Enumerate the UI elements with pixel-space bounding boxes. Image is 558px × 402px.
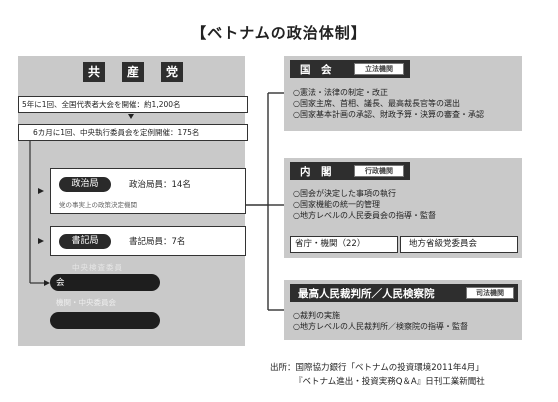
- party-central-committee-box: 6カ月に1回、中央執行委員会を定例開催：175名: [18, 124, 248, 141]
- court-name: 最高人民裁判所／人民検察院: [298, 288, 435, 300]
- court-header: 最高人民裁判所／人民検察院 司法機関: [290, 284, 518, 302]
- party-name-char-1: 共: [83, 62, 105, 82]
- government-item: ○国家機能の統一的管理: [293, 200, 380, 209]
- faded-committee-text: 中央検査委員: [72, 263, 123, 272]
- provincial-box: 地方省級党委員会: [400, 236, 518, 253]
- party-name-char-2: 産: [122, 62, 144, 82]
- diagram-title: 【ベトナムの政治体制】: [191, 24, 367, 42]
- secretariat-box: 書記局 書記局員：7名: [50, 226, 246, 256]
- court-tag: 司法機関: [466, 287, 514, 299]
- party-name-char-3: 党: [161, 62, 183, 82]
- assembly-header: 国 会 立法機関: [290, 60, 410, 78]
- politburo-box: 政治局 政治局員：14名 党の事実上の政策決定機関: [50, 168, 246, 214]
- provincial-text: 地方省級党委員会: [409, 239, 478, 249]
- government-header: 内 閣 行政機関: [290, 162, 410, 180]
- arrow-right-secretariat-icon: [38, 238, 44, 244]
- arrow-right-inspection-icon: [44, 280, 50, 286]
- politburo-label: 政治局: [59, 177, 111, 192]
- government-name: 内 閣: [300, 166, 332, 178]
- government-tag: 行政機関: [354, 165, 404, 177]
- assembly-tag: 立法機関: [354, 63, 404, 75]
- court-item: ○裁判の実施: [293, 311, 340, 320]
- court-item: ○地方レベルの人民裁判所／検察院の指導・監督: [293, 322, 468, 331]
- court-items: ○裁判の実施 ○地方レベルの人民裁判所／検察院の指導・監督: [293, 310, 468, 332]
- source-line-1: 出所：国際協力銀行「ベトナムの投資環境2011年4月」: [270, 363, 484, 373]
- secretariat-members: 書記局員：7名: [129, 237, 186, 247]
- government-items: ○国会が決定した事項の執行 ○国家機能の統一的管理 ○地方レベルの人民委員会の指…: [293, 188, 436, 221]
- politburo-members: 政治局員：14名: [129, 180, 191, 190]
- ministries-text: 省庁・機関（22）: [295, 239, 366, 249]
- secretariat-label: 書記局: [59, 234, 111, 249]
- assembly-item: ○国家基本計画の承認、財政予算・決算の審査・承認: [293, 110, 484, 119]
- arrow-right-politburo-icon: [38, 188, 44, 194]
- government-item: ○地方レベルの人民委員会の指導・監督: [293, 211, 436, 220]
- assembly-item: ○憲法・法律の制定・改正: [293, 88, 388, 97]
- ministries-box: 省庁・機関（22）: [290, 236, 398, 253]
- faded-organs-text: 機関・中央委員会: [56, 298, 116, 307]
- inspection-committee-pill: 会: [50, 274, 160, 291]
- government-item: ○国会が決定した事項の執行: [293, 189, 396, 198]
- bottom-dark-pill: [50, 312, 160, 329]
- party-central-committee-text: 6カ月に1回、中央執行委員会を定例開催：175名: [33, 128, 200, 137]
- down-arrow-icon: [128, 114, 134, 119]
- assembly-name: 国 会: [300, 64, 332, 76]
- assembly-items: ○憲法・法律の制定・改正 ○国家主席、首相、議長、最高裁長官等の選出 ○国家基本…: [293, 87, 484, 120]
- inspection-committee-pill-text: 会: [56, 278, 65, 288]
- party-congress-text: 5年に1回、全国代表者大会を開催：約1,200名: [22, 100, 181, 109]
- assembly-item: ○国家主席、首相、議長、最高裁長官等の選出: [293, 99, 460, 108]
- source-line-2: 『ベトナム進出・投資実務Q＆A』日刊工業新聞社: [294, 377, 485, 387]
- politburo-desc: 党の事実上の政策決定機関: [59, 201, 137, 209]
- party-congress-box: 5年に1回、全国代表者大会を開催：約1,200名: [18, 96, 248, 113]
